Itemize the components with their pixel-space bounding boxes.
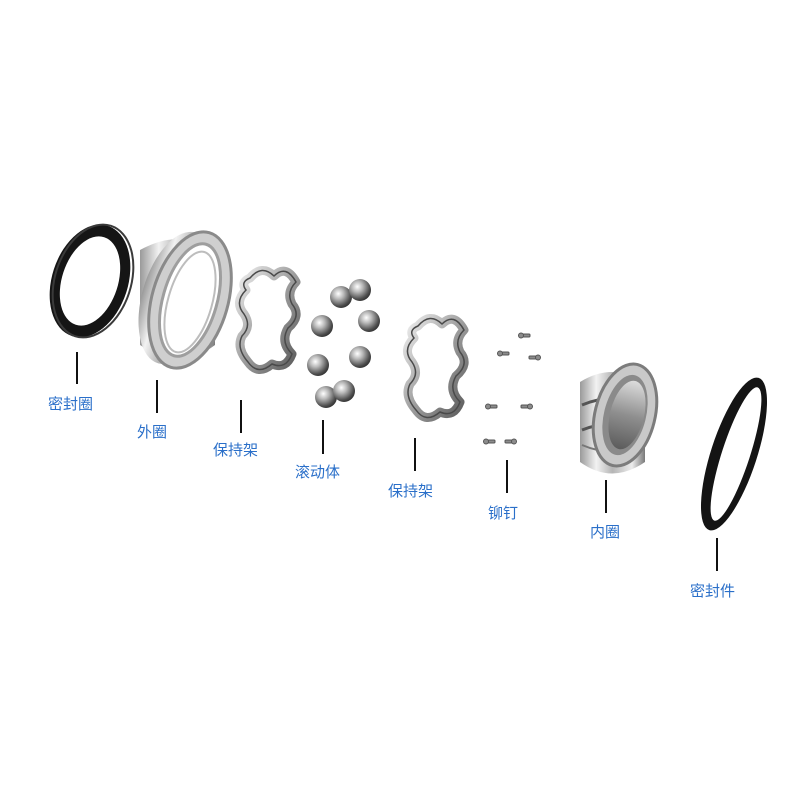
seal-ring-part (49, 223, 135, 339)
seal-leader (716, 538, 718, 571)
cage-right-label: 保持架 (388, 482, 434, 500)
inner-ring-leader (605, 480, 607, 513)
inner-ring-part (580, 362, 659, 474)
cage-left-part (235, 266, 301, 374)
cage-left-leader (240, 400, 242, 433)
cage-left-label: 保持架 (213, 441, 259, 459)
rivets-leader (506, 460, 508, 493)
rolling-elements-leader (322, 420, 324, 454)
inner-ring-label: 内圈 (590, 523, 621, 541)
seal-label: 密封件 (690, 582, 736, 600)
seal-ring-leader (76, 352, 78, 384)
outer-ring-leader (156, 380, 158, 413)
outer-ring-label: 外圈 (137, 423, 168, 441)
rivets-label: 铆钉 (488, 504, 519, 522)
rolling-elements-label: 滚动体 (295, 463, 341, 481)
rivets-part (483, 332, 541, 445)
cage-right-leader (414, 438, 416, 471)
cage-right-part (403, 314, 469, 422)
seal-part (700, 377, 768, 531)
outer-ring-part (138, 230, 233, 370)
rolling-elements-part (307, 279, 380, 408)
seal-ring-label: 密封圈 (48, 395, 94, 413)
